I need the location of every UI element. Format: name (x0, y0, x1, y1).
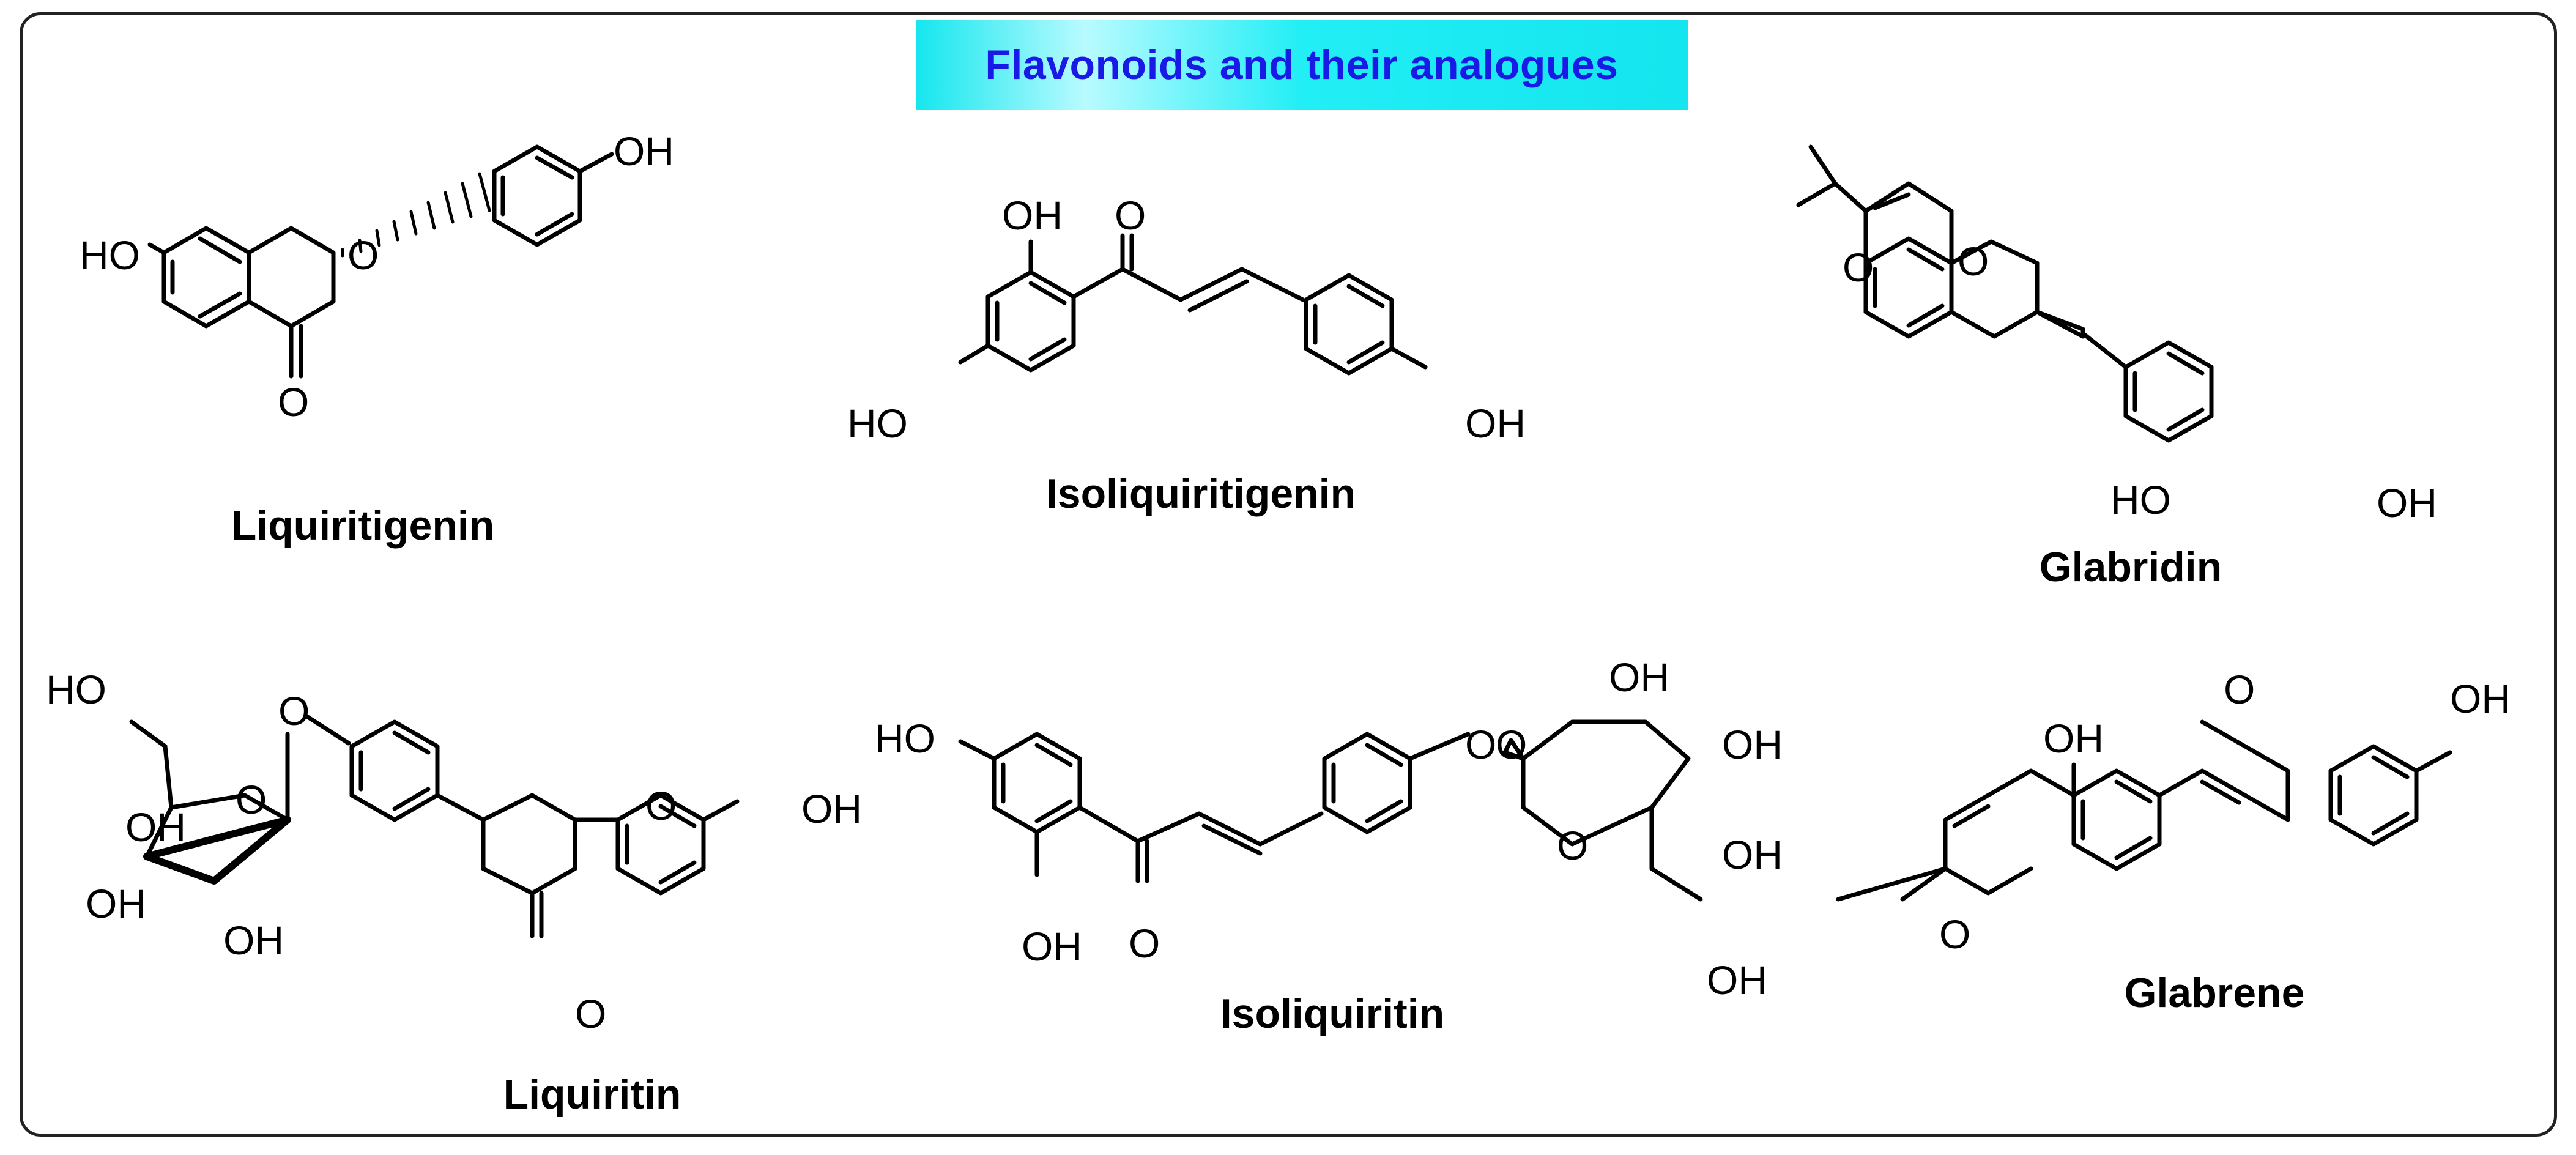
structure-isoliquiritin: HO OH O O OH OH O OH OH O (875, 655, 1783, 1003)
atom-label: O (1557, 823, 1588, 868)
atom-label: HO (46, 667, 106, 712)
atom-label: HO (847, 401, 908, 446)
atom-label: O (645, 783, 677, 828)
atom-label: OH (86, 881, 146, 926)
atom-label: OH (1707, 957, 1767, 1003)
atom-label: OH (2377, 480, 2437, 526)
atom-label: O (575, 991, 606, 1036)
atom-label: O (1939, 912, 1970, 957)
atom-label: OH (125, 804, 186, 850)
atom-label: OH (223, 918, 284, 963)
compound-name-isoliquiritigenin: Isoliquiritigenin (1045, 470, 1356, 517)
atom-label: O (1115, 193, 1146, 238)
structure-glabrene: OH O OH O (1836, 667, 2511, 957)
atom-label: OH (1022, 924, 1082, 969)
structure-glabridin: O O HO OH (1796, 144, 2437, 526)
structure-liquiritin: HO O O OH OH OH O OH O (46, 667, 862, 1036)
atom-label: OH (614, 128, 674, 174)
structure-isoliquiritigenin: OH O HO OH (847, 193, 1526, 446)
atom-label: O (236, 777, 267, 822)
title-banner: Flavonoids and their analogues (916, 20, 1688, 110)
atom-label: OH (1465, 401, 1526, 446)
figure-title: Flavonoids and their analogues (985, 42, 1619, 88)
atom-label: O (2224, 667, 2255, 712)
atom-label: HO (875, 716, 935, 761)
atom-label: HO (80, 232, 140, 278)
atom-label: O (1465, 722, 1496, 767)
atom-label: OH (2450, 676, 2511, 721)
atom-label: O (347, 232, 379, 278)
compound-name-glabrene: Glabrene (2124, 970, 2305, 1016)
compound-name-liquiritigenin: Liquiritigenin (231, 502, 495, 549)
atom-label: O (278, 688, 310, 733)
atom-label: HO (2110, 477, 2171, 522)
compound-name-glabridin: Glabridin (2039, 544, 2222, 590)
atom-label: O (1496, 722, 1527, 767)
atom-label: OH (1722, 722, 1783, 767)
atom-label: O (1129, 921, 1160, 966)
atom-label: OH (1609, 655, 1669, 700)
compound-name-isoliquiritin: Isoliquiritin (1220, 990, 1445, 1037)
compound-name-liquiritin: Liquiritin (503, 1071, 681, 1118)
atom-label: OH (1722, 832, 1783, 877)
atom-label: O (1843, 245, 1874, 290)
structure-liquiritigenin: HO O OH O (80, 128, 674, 425)
atom-label: O (278, 379, 309, 425)
atom-label: O (1958, 239, 1989, 284)
figure-frame (20, 12, 2557, 1137)
atom-label: OH (1002, 193, 1063, 238)
atom-label: OH (801, 786, 862, 831)
atom-label: OH (2043, 716, 2104, 761)
